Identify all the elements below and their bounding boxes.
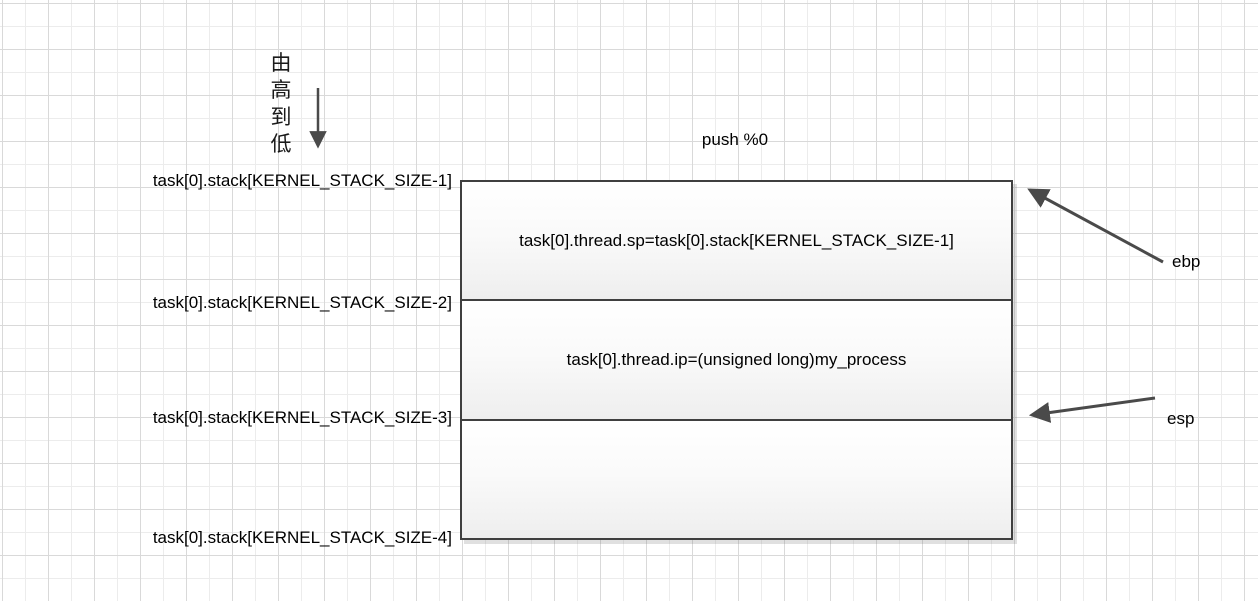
stack-address-label-4: task[0].stack[KERNEL_STACK_SIZE-4] [152,528,452,547]
stack-address-label-2: task[0].stack[KERNEL_STACK_SIZE-2] [152,293,452,312]
push-instruction-label: push %0 [701,130,769,149]
esp-label: esp [1167,409,1195,428]
ebp-label: ebp [1172,252,1201,271]
stack-cell-thread-sp: task[0].thread.sp=task[0].stack[KERNEL_S… [462,182,1011,300]
stack-address-label-1: task[0].stack[KERNEL_STACK_SIZE-1] [152,171,452,190]
ebp-arrow-icon [1027,188,1164,264]
stack-cell-empty [462,418,1011,538]
stack-address-label-3: task[0].stack[KERNEL_STACK_SIZE-3] [152,408,452,427]
stack-cell-thread-ip: task[0].thread.ip=(unsigned long)my_proc… [462,299,1011,419]
stack-box: task[0].thread.sp=task[0].stack[KERNEL_S… [460,180,1013,540]
direction-note: 由高到低 [270,52,292,156]
esp-arrow-icon [1028,396,1156,423]
